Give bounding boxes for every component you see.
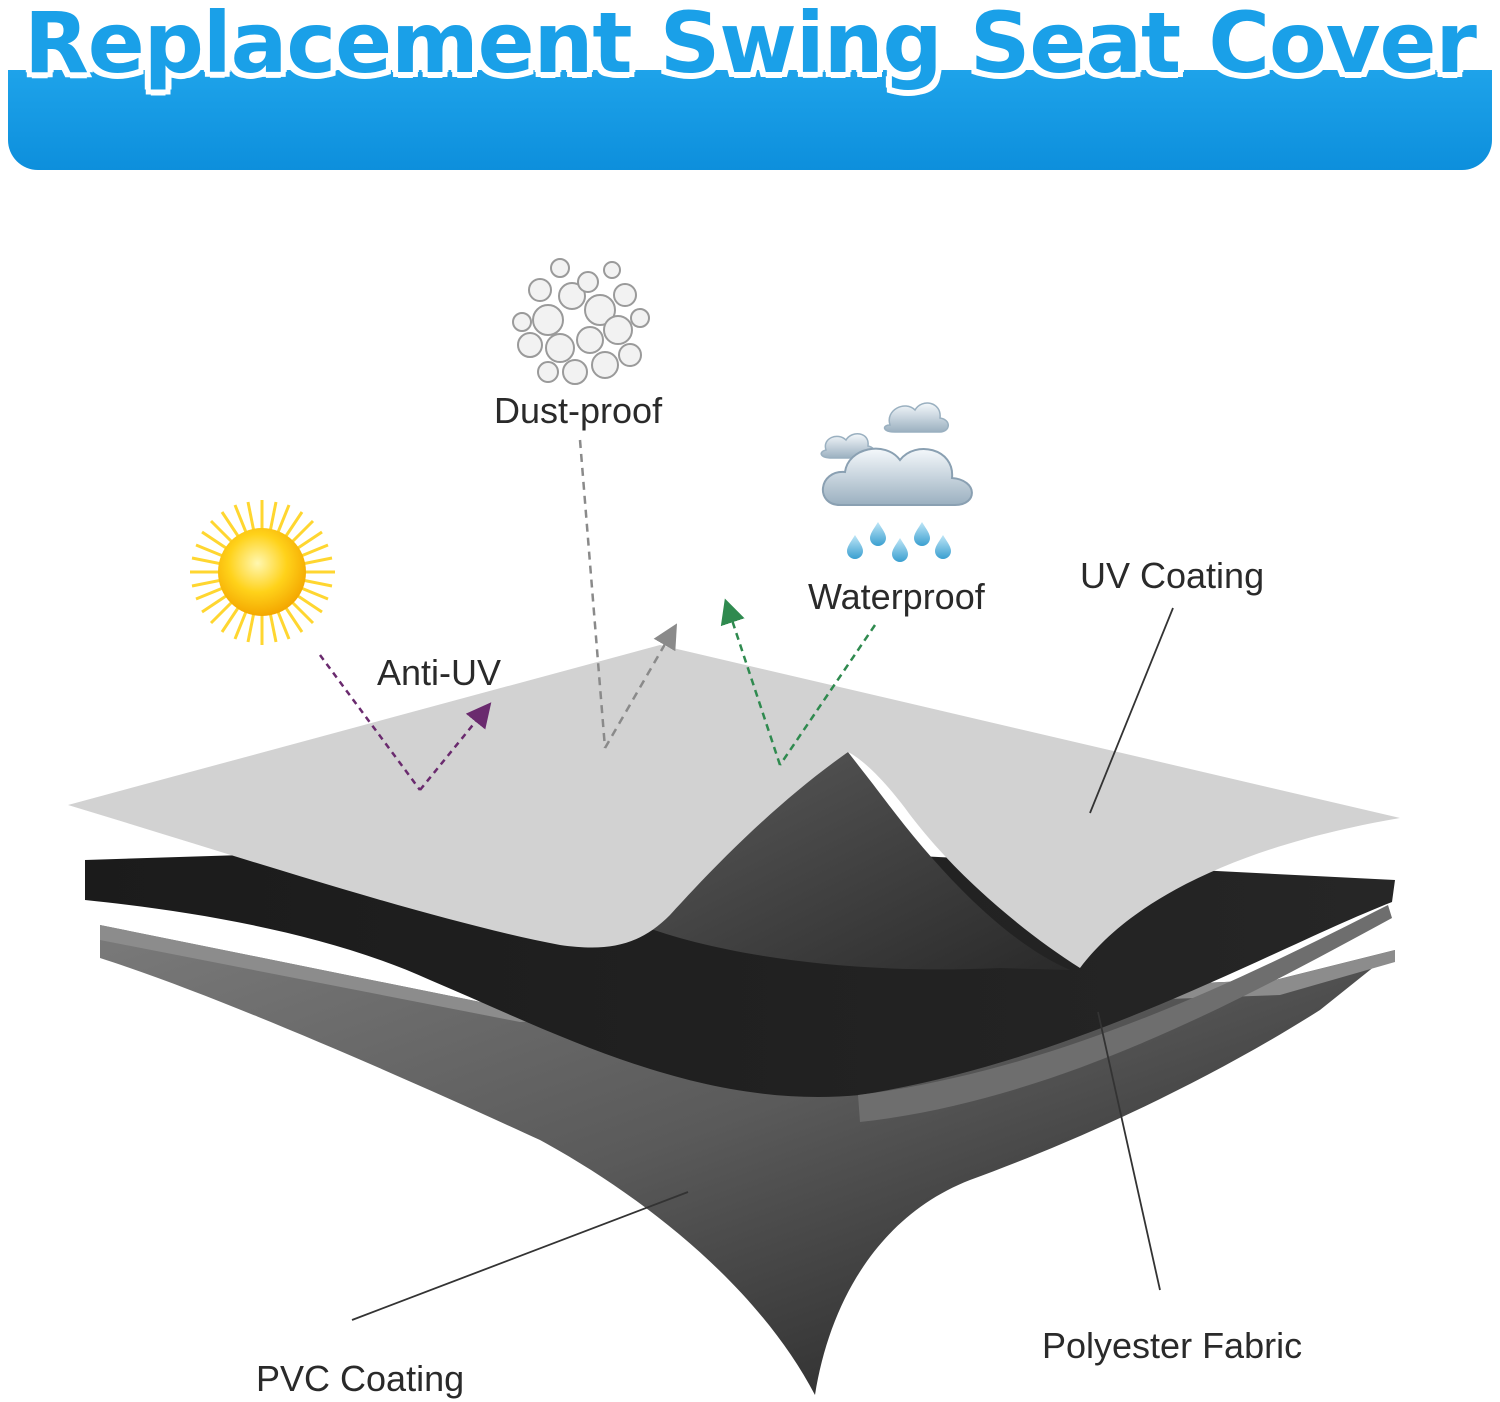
- dust-proof-arrow: [578, 439, 678, 749]
- title-banner: [8, 70, 1492, 170]
- pvc-coating-label: PVC Coating: [256, 1358, 465, 1399]
- page-title: Replacement Swing Seat Cover: [24, 0, 1477, 92]
- waterproof-label: Waterproof: [808, 576, 985, 617]
- pvc-coating-layer: [100, 925, 1395, 1395]
- uv-coating-curl-underside: [640, 752, 1070, 970]
- sun-icon: [190, 500, 335, 645]
- dust-particles-icon: [512, 258, 650, 385]
- waterproof-arrow: [720, 598, 877, 766]
- polyester-fabric-label: Polyester Fabric: [1042, 1325, 1303, 1366]
- polyester-fabric-edge: [858, 905, 1392, 1122]
- uv-coating-label: UV Coating: [1080, 555, 1265, 596]
- leader-lines: [351, 607, 1174, 1321]
- pvc-coating-leader: [351, 1191, 689, 1321]
- uv-coating-leader: [1089, 607, 1174, 814]
- dust-proof-label: Dust-proof: [494, 390, 663, 431]
- polyester-fabric-leader: [1097, 1011, 1161, 1291]
- uv-coating-layer: [68, 645, 1400, 968]
- anti-uv-label: Anti-UV: [377, 652, 502, 693]
- rain-cloud-icon: [820, 402, 973, 562]
